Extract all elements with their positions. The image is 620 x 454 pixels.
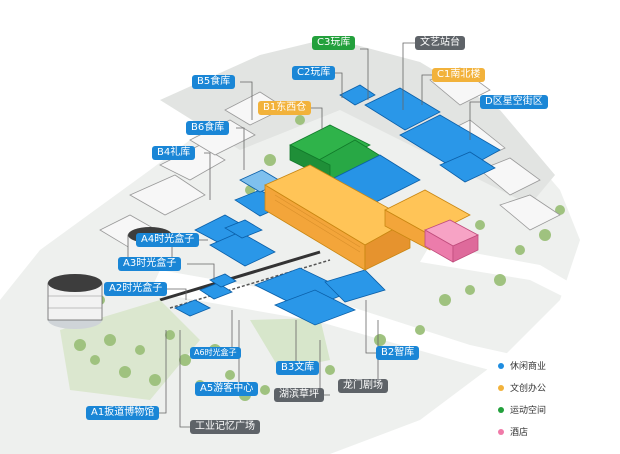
label-b6[interactable]: B6食库 bbox=[186, 121, 230, 135]
label-a3[interactable]: A3时光盒子 bbox=[118, 257, 182, 271]
legend-dot-office bbox=[498, 384, 504, 391]
legend-item-sport: 运动空间 bbox=[498, 404, 546, 418]
rail-track bbox=[159, 250, 321, 302]
gas-tank-left bbox=[47, 274, 103, 329]
legend-label: 休闲商业 bbox=[510, 362, 547, 372]
legend-item-office: 文创办公 bbox=[498, 382, 546, 396]
legend-item-leisure: 休闲商业 bbox=[498, 360, 546, 374]
label-c2[interactable]: C2玩库 bbox=[292, 66, 336, 80]
label-industrial-square[interactable]: 工业记忆广场 bbox=[190, 420, 260, 434]
rail-track-2 bbox=[169, 259, 331, 309]
label-a6[interactable]: A6时光盒子 bbox=[190, 347, 241, 359]
label-a1[interactable]: A1扳道博物馆 bbox=[86, 406, 160, 420]
map-legend: 休闲商业 文创办公 运动空间 酒店 bbox=[498, 357, 616, 447]
legend-item-hotel: 酒店 bbox=[498, 426, 528, 440]
label-lakeside-lawn[interactable]: 湖滨草坪 bbox=[274, 388, 324, 402]
legend-label: 运动空间 bbox=[510, 406, 547, 416]
label-d[interactable]: D区星空街区 bbox=[480, 95, 548, 109]
legend-dot-leisure bbox=[498, 362, 504, 369]
legend-dot-hotel bbox=[498, 428, 504, 435]
legend-label: 酒店 bbox=[510, 428, 529, 438]
label-b5[interactable]: B5食库 bbox=[192, 75, 236, 89]
east-road bbox=[420, 245, 600, 315]
hotel-building bbox=[424, 219, 479, 263]
label-a4[interactable]: A4时光盒子 bbox=[136, 233, 200, 247]
label-b2[interactable]: B2智库 bbox=[376, 346, 420, 360]
lakeside-lawn bbox=[250, 318, 330, 370]
legend-dot-sport bbox=[498, 406, 504, 413]
label-c3[interactable]: C3玩库 bbox=[312, 36, 356, 50]
legend-label: 文创办公 bbox=[510, 384, 547, 394]
label-c1[interactable]: C1南北楼 bbox=[432, 68, 486, 82]
label-b3[interactable]: B3文库 bbox=[276, 361, 320, 375]
label-a5[interactable]: A5游客中心 bbox=[195, 382, 259, 396]
label-b1[interactable]: B1东西仓 bbox=[258, 101, 312, 115]
label-a2[interactable]: A2时光盒子 bbox=[104, 282, 168, 296]
label-b4[interactable]: B4礼库 bbox=[152, 146, 196, 160]
label-wenyi-station[interactable]: 文艺站台 bbox=[415, 36, 465, 50]
label-longmen-theater[interactable]: 龙门剧场 bbox=[338, 379, 388, 393]
